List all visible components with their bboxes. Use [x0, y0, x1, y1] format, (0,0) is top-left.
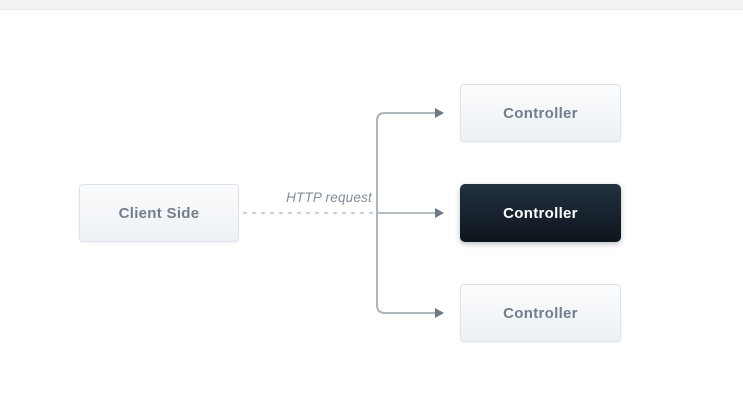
- controller-bottom-label: Controller: [503, 304, 578, 322]
- client-side-label: Client Side: [118, 204, 200, 222]
- controller-box-top: Controller: [460, 84, 621, 142]
- http-request-label: HTTP request: [286, 190, 372, 205]
- arrowhead-bottom-icon: [435, 308, 444, 318]
- client-side-box: Client Side: [79, 184, 239, 242]
- controller-top-label: Controller: [503, 104, 578, 122]
- branch-trunk-line: [376, 112, 436, 314]
- arrowhead-top-icon: [435, 108, 444, 118]
- controller-box-middle-active: Controller: [460, 184, 621, 242]
- top-bar: [0, 0, 743, 10]
- controller-box-bottom: Controller: [460, 284, 621, 342]
- controller-middle-label: Controller: [503, 204, 578, 222]
- arrowhead-middle-icon: [435, 208, 444, 218]
